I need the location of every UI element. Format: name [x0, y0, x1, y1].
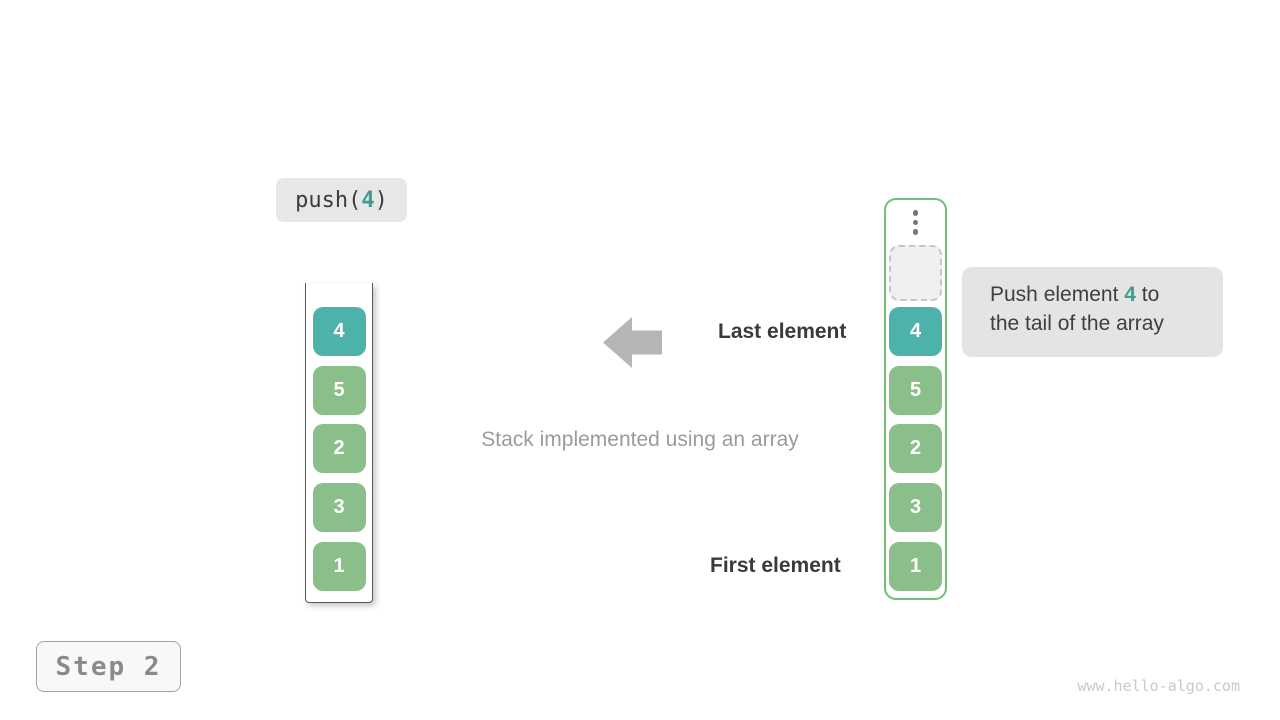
empty-array-slot — [889, 245, 942, 301]
array-container: 4 5 2 3 1 — [884, 198, 947, 600]
dot — [912, 219, 919, 225]
first-element-label: First element — [710, 554, 841, 577]
array-element: 3 — [312, 483, 366, 533]
array-element: 1 — [312, 541, 366, 591]
array-cells: 4 5 2 3 1 — [886, 307, 945, 591]
tooltip-text-2: to — [1135, 283, 1160, 306]
stack-caption: Stack implemented using an array — [481, 428, 799, 451]
stack-cells: 4 5 2 3 1 — [306, 307, 372, 591]
tooltip-text-3: the tail of the array — [990, 312, 1164, 335]
array-element: 2 — [312, 424, 366, 474]
arrow-left-icon — [603, 315, 662, 370]
push-tooltip: Push element 4 to the tail of the array — [962, 267, 1223, 357]
array-element: 5 — [312, 365, 366, 415]
dot — [912, 229, 919, 235]
push-call-prefix: push( — [295, 187, 362, 213]
array-element: 4 — [312, 307, 366, 356]
vertical-ellipsis-icon — [886, 210, 945, 235]
tooltip-text-1: Push element — [990, 283, 1125, 306]
push-call-label: push(4) — [276, 178, 407, 222]
stack-container: 4 5 2 3 1 — [305, 283, 373, 603]
push-call-suffix: ) — [374, 187, 388, 213]
watermark: www.hello-algo.com — [1077, 677, 1240, 695]
array-element: 4 — [889, 307, 942, 356]
push-call-arg: 4 — [361, 187, 375, 213]
dot — [912, 210, 919, 216]
array-element: 1 — [889, 541, 942, 591]
last-element-label: Last element — [718, 320, 847, 343]
array-element: 2 — [889, 424, 942, 474]
array-element: 3 — [889, 483, 942, 533]
array-element: 5 — [889, 365, 942, 415]
step-badge: Step 2 — [36, 641, 181, 692]
tooltip-value: 4 — [1124, 283, 1136, 306]
